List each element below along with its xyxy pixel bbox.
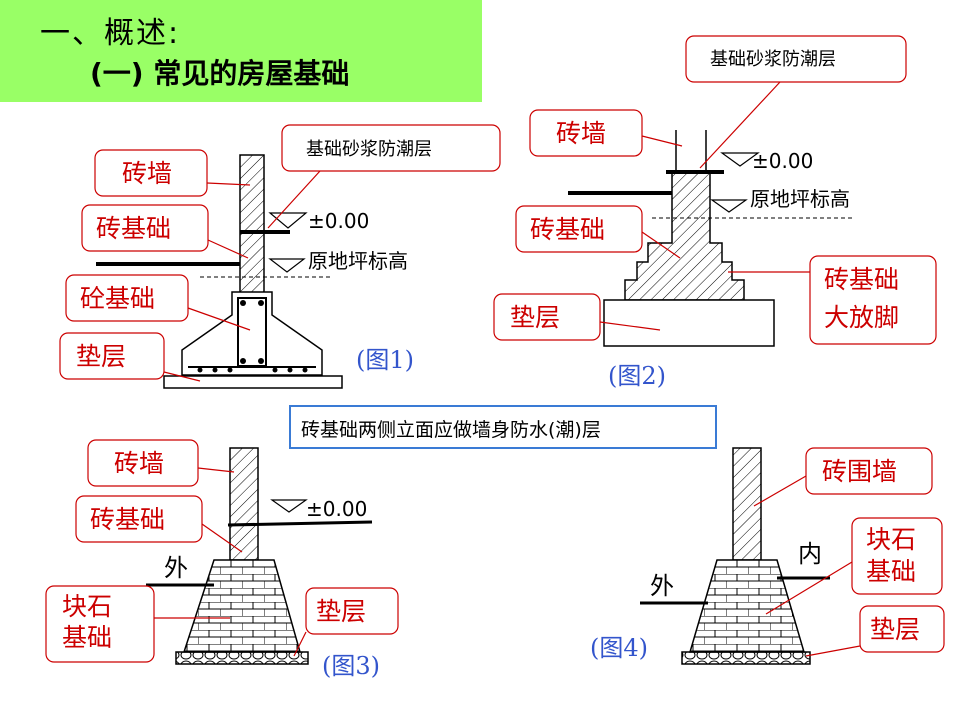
section-subtitle: (一) 常见的房屋基础 bbox=[90, 57, 350, 90]
fig3-cushion bbox=[175, 651, 309, 665]
fig1-cushion-label: 垫层 bbox=[76, 342, 126, 371]
fig3-dpc-line bbox=[227, 520, 373, 527]
fig4-stone-base bbox=[688, 559, 806, 653]
fig4-cushion-label: 垫层 bbox=[870, 615, 920, 644]
note-text: 砖基础两侧立面应做墙身防水(潮)层 bbox=[301, 419, 601, 441]
fig3-outside-label: 外 bbox=[164, 554, 188, 582]
fig4-stone-label-2: 基础 bbox=[866, 557, 916, 586]
fig2-caption: (图2) bbox=[608, 362, 666, 390]
fig3-wall bbox=[229, 447, 259, 561]
fig1-wall bbox=[239, 154, 265, 296]
fig2-dpc-label: 基础砂浆防潮层 bbox=[710, 49, 836, 70]
figure-4: 内 外 砖围墙 块石 基础 垫层 (图4) bbox=[590, 447, 945, 665]
fig2-cushion-label: 垫层 bbox=[510, 303, 560, 332]
fig2-brick-base-label: 砖基础 bbox=[530, 215, 605, 244]
fig4-caption: (图4) bbox=[590, 634, 648, 662]
fig3-stone-base bbox=[182, 559, 301, 653]
fig1-concrete-base-label: 砼基础 bbox=[80, 284, 155, 313]
title-banner: 一、概述: (一) 常见的房屋基础 bbox=[0, 0, 482, 102]
section-title: 一、概述: bbox=[40, 16, 181, 51]
fig1-elevation-marker bbox=[268, 212, 308, 229]
fig2-cushion bbox=[603, 299, 775, 347]
fig2-elev-zero: ±0.00 bbox=[752, 149, 813, 173]
fig1-concrete-footing bbox=[181, 291, 323, 376]
figure-2: ±0.00 原地坪标高 基础砂浆防潮层 砖墙 砖基础 砖基础 大放脚 垫层 (图… bbox=[493, 35, 937, 390]
fig1-brick-base-label: 砖基础 bbox=[96, 214, 171, 243]
fig4-inside-label: 内 bbox=[798, 540, 822, 568]
fig4-cushion bbox=[681, 651, 811, 665]
fig1-caption: (图1) bbox=[356, 346, 414, 374]
fig3-stone-label-1: 块石 bbox=[62, 592, 112, 621]
fig1-wall-label: 砖墙 bbox=[122, 159, 172, 188]
fig4-outside-label: 外 bbox=[650, 572, 674, 600]
fig2-footing-label-2: 大放脚 bbox=[824, 303, 899, 332]
note-box: 砖基础两侧立面应做墙身防水(潮)层 bbox=[289, 405, 717, 449]
fig3-wall-label: 砖墙 bbox=[114, 449, 164, 478]
fig1-ground-label: 原地坪标高 bbox=[308, 249, 408, 273]
fig1-dpc-label: 基础砂浆防潮层 bbox=[306, 139, 432, 160]
fig2-wall-label: 砖墙 bbox=[556, 119, 606, 148]
fig1-cushion bbox=[163, 375, 343, 389]
fig3-elev-zero: ±0.00 bbox=[306, 497, 367, 521]
fig3-cushion-label: 垫层 bbox=[316, 597, 366, 626]
fig2-footing-label-1: 砖基础 bbox=[824, 265, 899, 294]
fig4-fence-label: 砖围墙 bbox=[822, 457, 897, 486]
figure-3: ±0.00 外 砖墙 砖基础 块石 基础 垫层 (图3) bbox=[45, 439, 399, 680]
fig3-stone-label-2: 基础 bbox=[62, 623, 112, 652]
fig3-brick-base-label: 砖基础 bbox=[90, 505, 165, 534]
fig2-ground-label: 原地坪标高 bbox=[750, 187, 850, 211]
fig4-stone-label-1: 块石 bbox=[866, 525, 916, 554]
fig1-ground-marker bbox=[268, 258, 306, 273]
figure-1: ±0.00 原地坪标高 砖墙 砖基础 砼基础 垫层 基础砂浆防潮层 (图1) bbox=[59, 124, 501, 389]
fig1-elev-zero: ±0.00 bbox=[308, 209, 369, 233]
fig3-caption: (图3) bbox=[322, 652, 380, 680]
